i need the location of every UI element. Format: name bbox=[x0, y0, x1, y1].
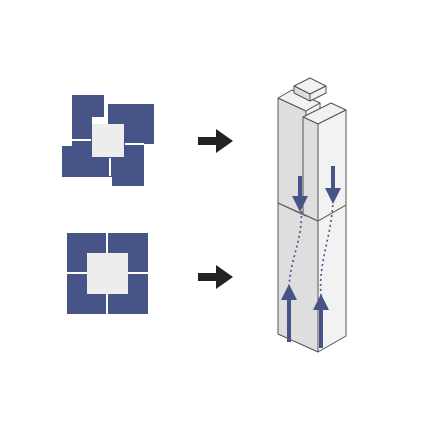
column-upper-right-front bbox=[302, 116, 319, 222]
down-arrow-icon bbox=[292, 176, 308, 212]
column-upper-right-side bbox=[317, 109, 347, 222]
pinwheel-piece-top bbox=[72, 95, 104, 157]
up-arrow-icon bbox=[281, 284, 297, 342]
up-arrow-icon bbox=[313, 294, 329, 348]
column-lower-left-face bbox=[277, 202, 319, 353]
flow-paths bbox=[288, 199, 334, 297]
pinwheel-section-icon bbox=[62, 95, 154, 186]
pinwheel-joints bbox=[72, 105, 144, 176]
column-cap-right bbox=[309, 85, 327, 102]
right-arrow-icon bbox=[198, 129, 233, 153]
right-arrow-icon bbox=[198, 265, 233, 289]
square-joints bbox=[67, 233, 148, 314]
square-section-icon bbox=[67, 233, 148, 314]
isometric-column-icon bbox=[277, 77, 347, 353]
pinwheel-piece-bottom bbox=[112, 124, 144, 186]
down-arrow-icon bbox=[325, 166, 341, 204]
column-joint bbox=[277, 202, 347, 222]
pinwheel-core bbox=[92, 124, 124, 157]
square-core bbox=[87, 253, 128, 294]
